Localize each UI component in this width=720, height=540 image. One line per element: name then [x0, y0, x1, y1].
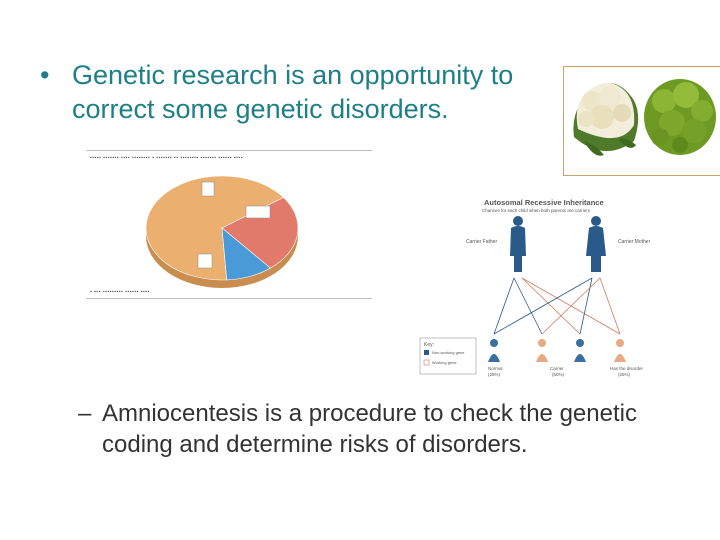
key-item-nonworking: Non-working gene	[432, 350, 465, 355]
child-carrier-2	[574, 339, 586, 362]
diagram-title: Autosomal Recessive Inheritance	[484, 198, 604, 207]
pie-slices	[145, 175, 299, 281]
green-cauliflower-image	[644, 79, 716, 155]
child-normal	[488, 339, 500, 362]
bottom-rule	[86, 298, 372, 299]
pie-slice-2	[221, 227, 271, 281]
father-figure	[510, 216, 526, 272]
child-affected	[614, 339, 626, 362]
pie-slice-0	[145, 175, 285, 281]
cauliflower-photos	[573, 79, 716, 156]
child-carrier-1	[536, 339, 548, 362]
bullet-marker: •	[40, 60, 50, 90]
top-rule	[86, 150, 372, 151]
inheritance-diagram: Autosomal Recessive Inheritance Chances …	[414, 194, 682, 380]
father-label: Carrier Father	[466, 239, 497, 245]
child-label-carrier: Carrier	[550, 366, 564, 371]
sub-bullet-text: Amniocentesis is a procedure to check th…	[102, 400, 637, 458]
key-item-working: Working gene	[432, 360, 457, 365]
key-title: Key:	[424, 342, 434, 348]
child-pct-normal: (25%)	[488, 372, 501, 377]
child-label-normal: Normal	[488, 366, 503, 371]
inheritance-lines	[493, 277, 621, 335]
main-bullet-text: Genetic research is an opportunity to co…	[72, 60, 514, 124]
child-label-affected: Has the disorder	[610, 366, 644, 371]
inheritance-svg: Autosomal Recessive Inheritance Chances …	[419, 198, 651, 377]
main-bullet: • Genetic research is an opportunity to …	[36, 58, 576, 126]
sub-bullet-marker: –	[78, 400, 92, 427]
mother-figure	[586, 216, 606, 272]
chart-question-text: ▪▪▪▪▪ ▪▪▪▪▪▪▪ ▪▪▪▪ ▪▪▪▪▪▪▪▪ ▪ ▪▪▪▪▪▪▪ ▪▪…	[90, 155, 243, 161]
pie-chart	[145, 175, 299, 288]
diagram-subtitle: Chances for each child when both parents…	[482, 208, 591, 213]
cauliflower-image-frame	[563, 66, 720, 176]
child-pct-affected: (25%)	[618, 372, 631, 377]
sub-bullet: – Amniocentesis is a procedure to check …	[78, 398, 678, 460]
white-cauliflower-image	[573, 83, 639, 156]
child-pct-carrier: (50%)	[552, 372, 565, 377]
pie-chart-figure: ▪▪▪▪▪ ▪▪▪▪▪▪▪ ▪▪▪▪ ▪▪▪▪▪▪▪▪ ▪ ▪▪▪▪▪▪▪ ▪▪…	[86, 150, 372, 302]
pie-slice-1	[221, 197, 299, 269]
chart-footnote-text: ▪ ▪▪▪ ▪▪▪▪▪▪▪▪▪ ▪▪▪▪▪▪ ▪▪▪▪	[90, 289, 150, 295]
mother-label: Carrier Mother	[618, 239, 651, 245]
pie-label-boxes	[197, 181, 271, 269]
diagram-key: Key: Non-working gene Working gene	[419, 337, 477, 375]
